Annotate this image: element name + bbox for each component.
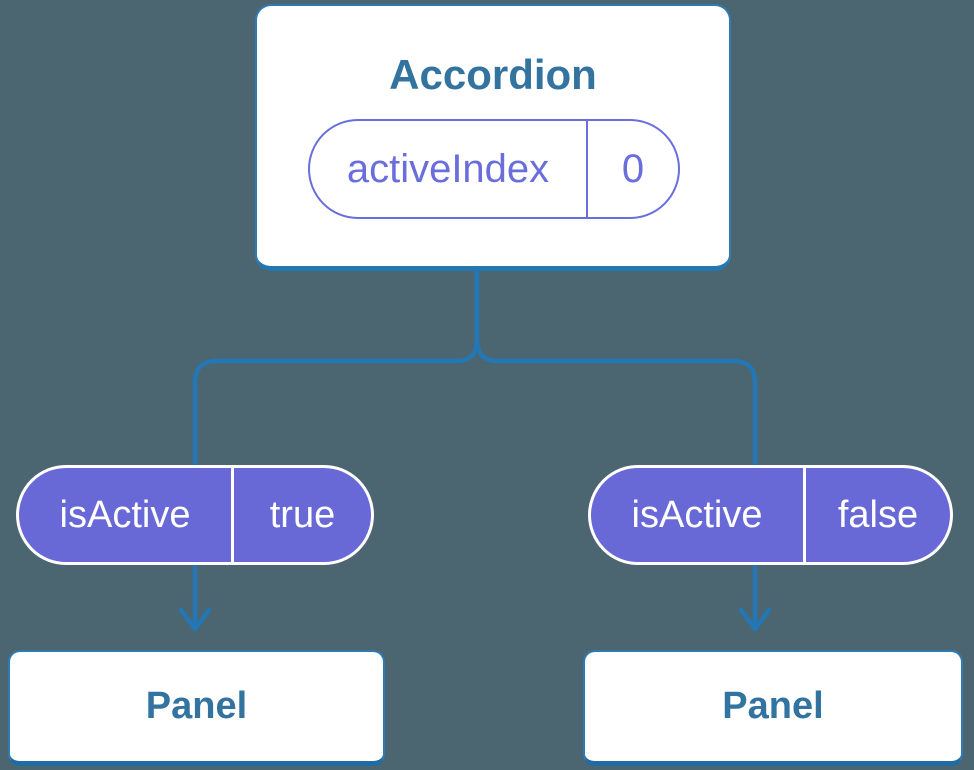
arrow-right-head-icon [738, 607, 772, 632]
fork-path-right [474, 262, 758, 466]
prop-pill-left-divider [231, 468, 234, 562]
prop-pill-left: isActive true [16, 465, 374, 565]
state-pill-value: 0 [621, 146, 645, 191]
panel-box-left: Panel [8, 650, 385, 766]
panel-left-label: Panel [145, 685, 248, 727]
state-pill-divider [586, 121, 588, 217]
panel-box-right: Panel [583, 650, 963, 766]
panel-right-label: Panel [722, 685, 824, 727]
arrow-left-head-icon [178, 607, 212, 632]
fork-path-left [192, 262, 480, 466]
state-pill: activeIndex 0 [308, 119, 680, 219]
prop-pill-right-divider [803, 468, 806, 562]
prop-pill-right-value: false [837, 493, 919, 536]
prop-pill-left-name: isActive [59, 493, 191, 536]
prop-pill-right-name: isActive [631, 493, 763, 536]
prop-pill-right: isActive false [588, 465, 953, 565]
accordion-card: Accordion activeIndex 0 [255, 4, 731, 271]
prop-pill-left-value: true [269, 493, 336, 536]
accordion-title: Accordion [389, 51, 597, 98]
state-pill-name: activeIndex [346, 146, 550, 191]
